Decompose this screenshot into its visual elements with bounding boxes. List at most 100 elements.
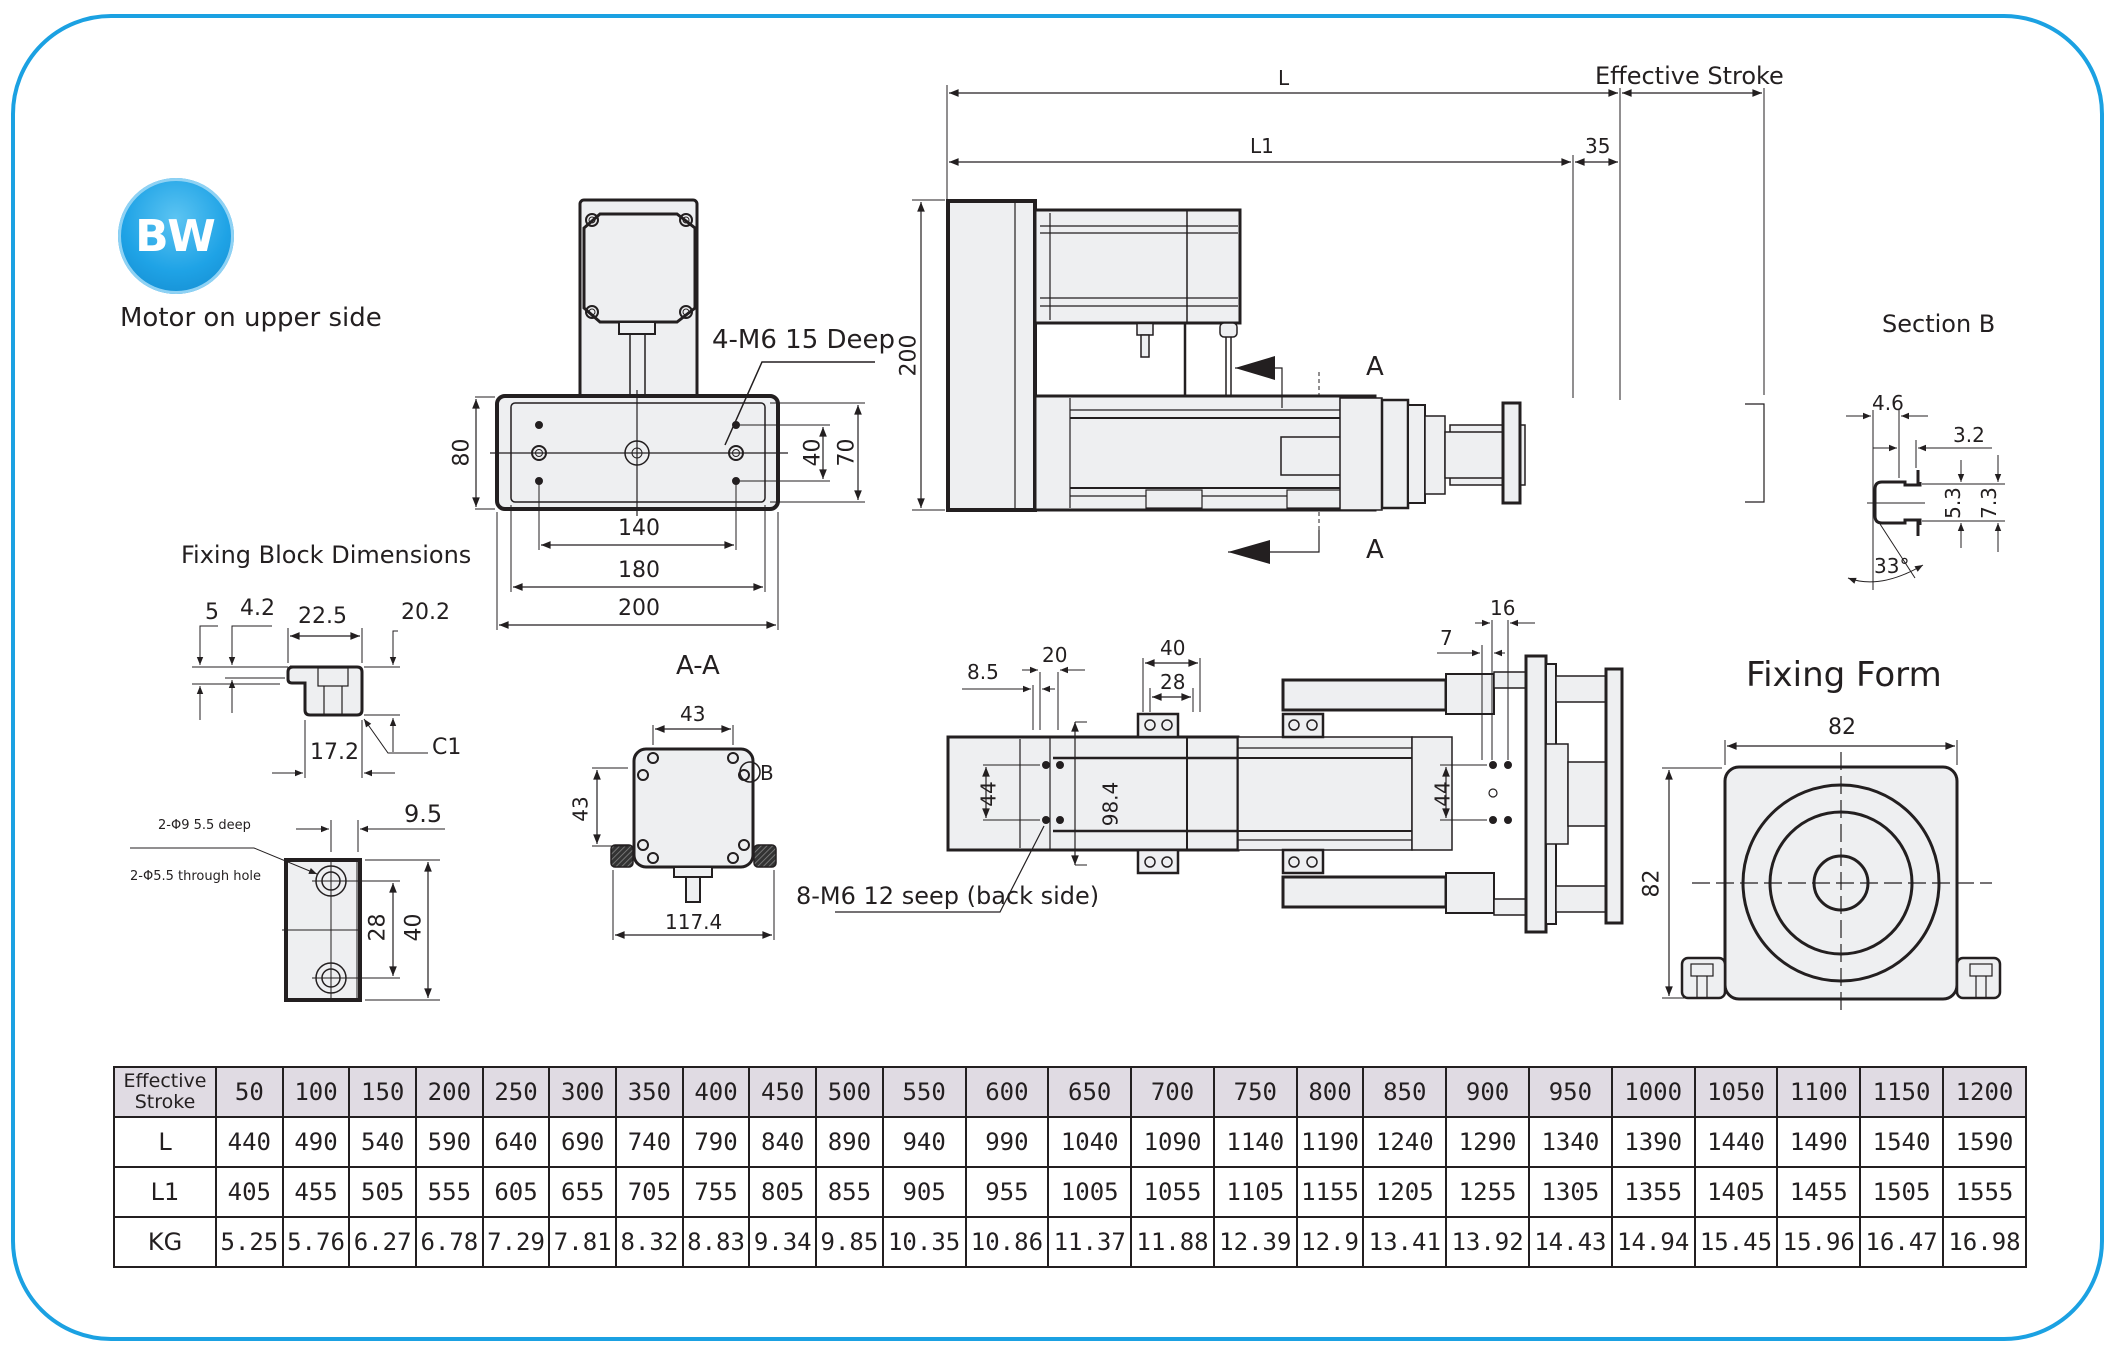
- L-cell: 1040: [1047, 1116, 1133, 1168]
- KG-cell: 14.43: [1527, 1216, 1613, 1268]
- brand-logo-text: BW: [135, 210, 217, 262]
- section-mark-a-top: A: [1366, 352, 1384, 382]
- dim-sb-5-3: 5.3: [1940, 487, 1965, 519]
- L-cell: 490: [281, 1116, 351, 1168]
- dim-ff-82-width: 82: [1828, 715, 1856, 740]
- stroke-cell: 500: [815, 1066, 884, 1118]
- L1-cell: 855: [815, 1166, 884, 1218]
- KG-cell: 6.78: [415, 1216, 484, 1268]
- dim-fb-28: 28: [365, 913, 391, 942]
- dim-side-L1: L1: [1250, 134, 1274, 158]
- L-cell: 690: [548, 1116, 618, 1168]
- dim-front-180: 180: [618, 558, 660, 583]
- dim-fb-9-5: 9.5: [404, 800, 443, 828]
- dim-bv-44-left: 44: [976, 781, 1001, 807]
- KG-cell: 5.25: [215, 1216, 284, 1268]
- stroke-cell: 400: [681, 1066, 751, 1118]
- L-cell: 1190: [1295, 1116, 1365, 1168]
- dim-sb-angle: 33°: [1874, 554, 1910, 578]
- L-cell: 1240: [1362, 1116, 1448, 1168]
- section-b-title: Section B: [1882, 310, 1996, 338]
- stroke-cell: 900: [1445, 1066, 1530, 1118]
- L-cell: 1090: [1130, 1116, 1215, 1168]
- L1-cell: 1205: [1362, 1166, 1448, 1218]
- KG-cell: 10.86: [964, 1216, 1050, 1268]
- KG-cell: 15.45: [1693, 1216, 1779, 1268]
- L1-cell: 955: [964, 1166, 1050, 1218]
- fixing-form-title: Fixing Form: [1746, 655, 1942, 695]
- fixing-form-view: [1662, 740, 2002, 1010]
- front-view: [472, 198, 875, 630]
- stroke-cell: 1050: [1693, 1066, 1779, 1118]
- L-cell: 1390: [1610, 1116, 1696, 1168]
- KG-cell: 9.34: [748, 1216, 818, 1268]
- side-view: [912, 85, 1765, 564]
- stroke-cell: 800: [1295, 1066, 1365, 1118]
- L1-cell: 1155: [1295, 1166, 1365, 1218]
- dim-bv-8-5: 8.5: [967, 660, 999, 684]
- stroke-cell: 1200: [1941, 1066, 2028, 1118]
- dim-front-140: 140: [618, 516, 660, 541]
- L-cell: 740: [615, 1116, 684, 1168]
- stroke-cell: 350: [615, 1066, 684, 1118]
- stroke-cell: 600: [964, 1066, 1050, 1118]
- stroke-cell: 650: [1047, 1066, 1133, 1118]
- L1-cell: 1455: [1776, 1166, 1862, 1218]
- L1-cell: 1055: [1130, 1166, 1215, 1218]
- motor-flange: [582, 212, 697, 324]
- dim-front-40: 40: [800, 438, 826, 467]
- L1-cell: 455: [281, 1166, 351, 1218]
- KG-cell: 11.37: [1047, 1216, 1133, 1268]
- L1-cell: 1505: [1859, 1166, 1944, 1218]
- dim-fb-17-2: 17.2: [310, 740, 359, 765]
- fb-note-counterbore: 2-Φ9 5.5 deep: [158, 818, 251, 833]
- L-cell: 1490: [1776, 1116, 1862, 1168]
- dim-fb-40: 40: [401, 913, 427, 942]
- KG-cell: 12.39: [1212, 1216, 1298, 1268]
- dim-sb-7-3: 7.3: [1976, 487, 2001, 519]
- L1-cell: 655: [548, 1166, 618, 1218]
- dim-front-200: 200: [618, 596, 660, 621]
- KG-cell: 9.85: [815, 1216, 884, 1268]
- dim-fb-22-5: 22.5: [298, 604, 347, 629]
- stroke-cell: 450: [748, 1066, 818, 1118]
- stroke-cell: 100: [281, 1066, 351, 1118]
- page-frame: [11, 14, 2104, 1341]
- dim-front-70: 70: [834, 438, 860, 467]
- dim-sb-4-6: 4.6: [1872, 391, 1904, 415]
- L-cell: 940: [881, 1116, 967, 1168]
- L-cell: 790: [681, 1116, 751, 1168]
- L-cell: 840: [748, 1116, 818, 1168]
- stroke-cell: 250: [481, 1066, 551, 1118]
- dim-bv-16: 16: [1490, 596, 1516, 620]
- L1-cell: 705: [615, 1166, 684, 1218]
- L1-cell: 755: [681, 1166, 751, 1218]
- fb-note-through-hole: 2-Φ5.5 through hole: [130, 869, 262, 884]
- KG-cell: 10.35: [881, 1216, 967, 1268]
- L-cell: 1140: [1212, 1116, 1298, 1168]
- fixing-block-title: Fixing Block Dimensions: [181, 541, 472, 569]
- L-cell: 1590: [1941, 1116, 2028, 1168]
- L-cell: 1540: [1859, 1116, 1944, 1168]
- L-cell: 440: [215, 1116, 284, 1168]
- dim-sb-3-2: 3.2: [1953, 423, 1985, 447]
- L1-cell: 805: [748, 1166, 818, 1218]
- L-cell: 1440: [1693, 1116, 1779, 1168]
- stroke-cell: 50: [215, 1066, 284, 1118]
- KG-cell: 11.88: [1130, 1216, 1215, 1268]
- brand-logo: BW: [118, 178, 234, 294]
- dim-aa-43-height: 43: [568, 796, 593, 822]
- dim-bv-98-4: 98.4: [1098, 781, 1123, 827]
- dim-bv-40: 40: [1160, 636, 1186, 660]
- KG-cell: 16.98: [1941, 1216, 2028, 1268]
- L1-cell: 1105: [1212, 1166, 1298, 1218]
- bottom-note: 8-M6 12 seep (back side): [796, 882, 1100, 910]
- dim-bv-44-right: 44: [1430, 781, 1455, 807]
- row-header-L: L: [113, 1116, 217, 1168]
- stroke-cell: 950: [1527, 1066, 1613, 1118]
- stroke-cell: 1000: [1610, 1066, 1696, 1118]
- KG-cell: 5.76: [281, 1216, 351, 1268]
